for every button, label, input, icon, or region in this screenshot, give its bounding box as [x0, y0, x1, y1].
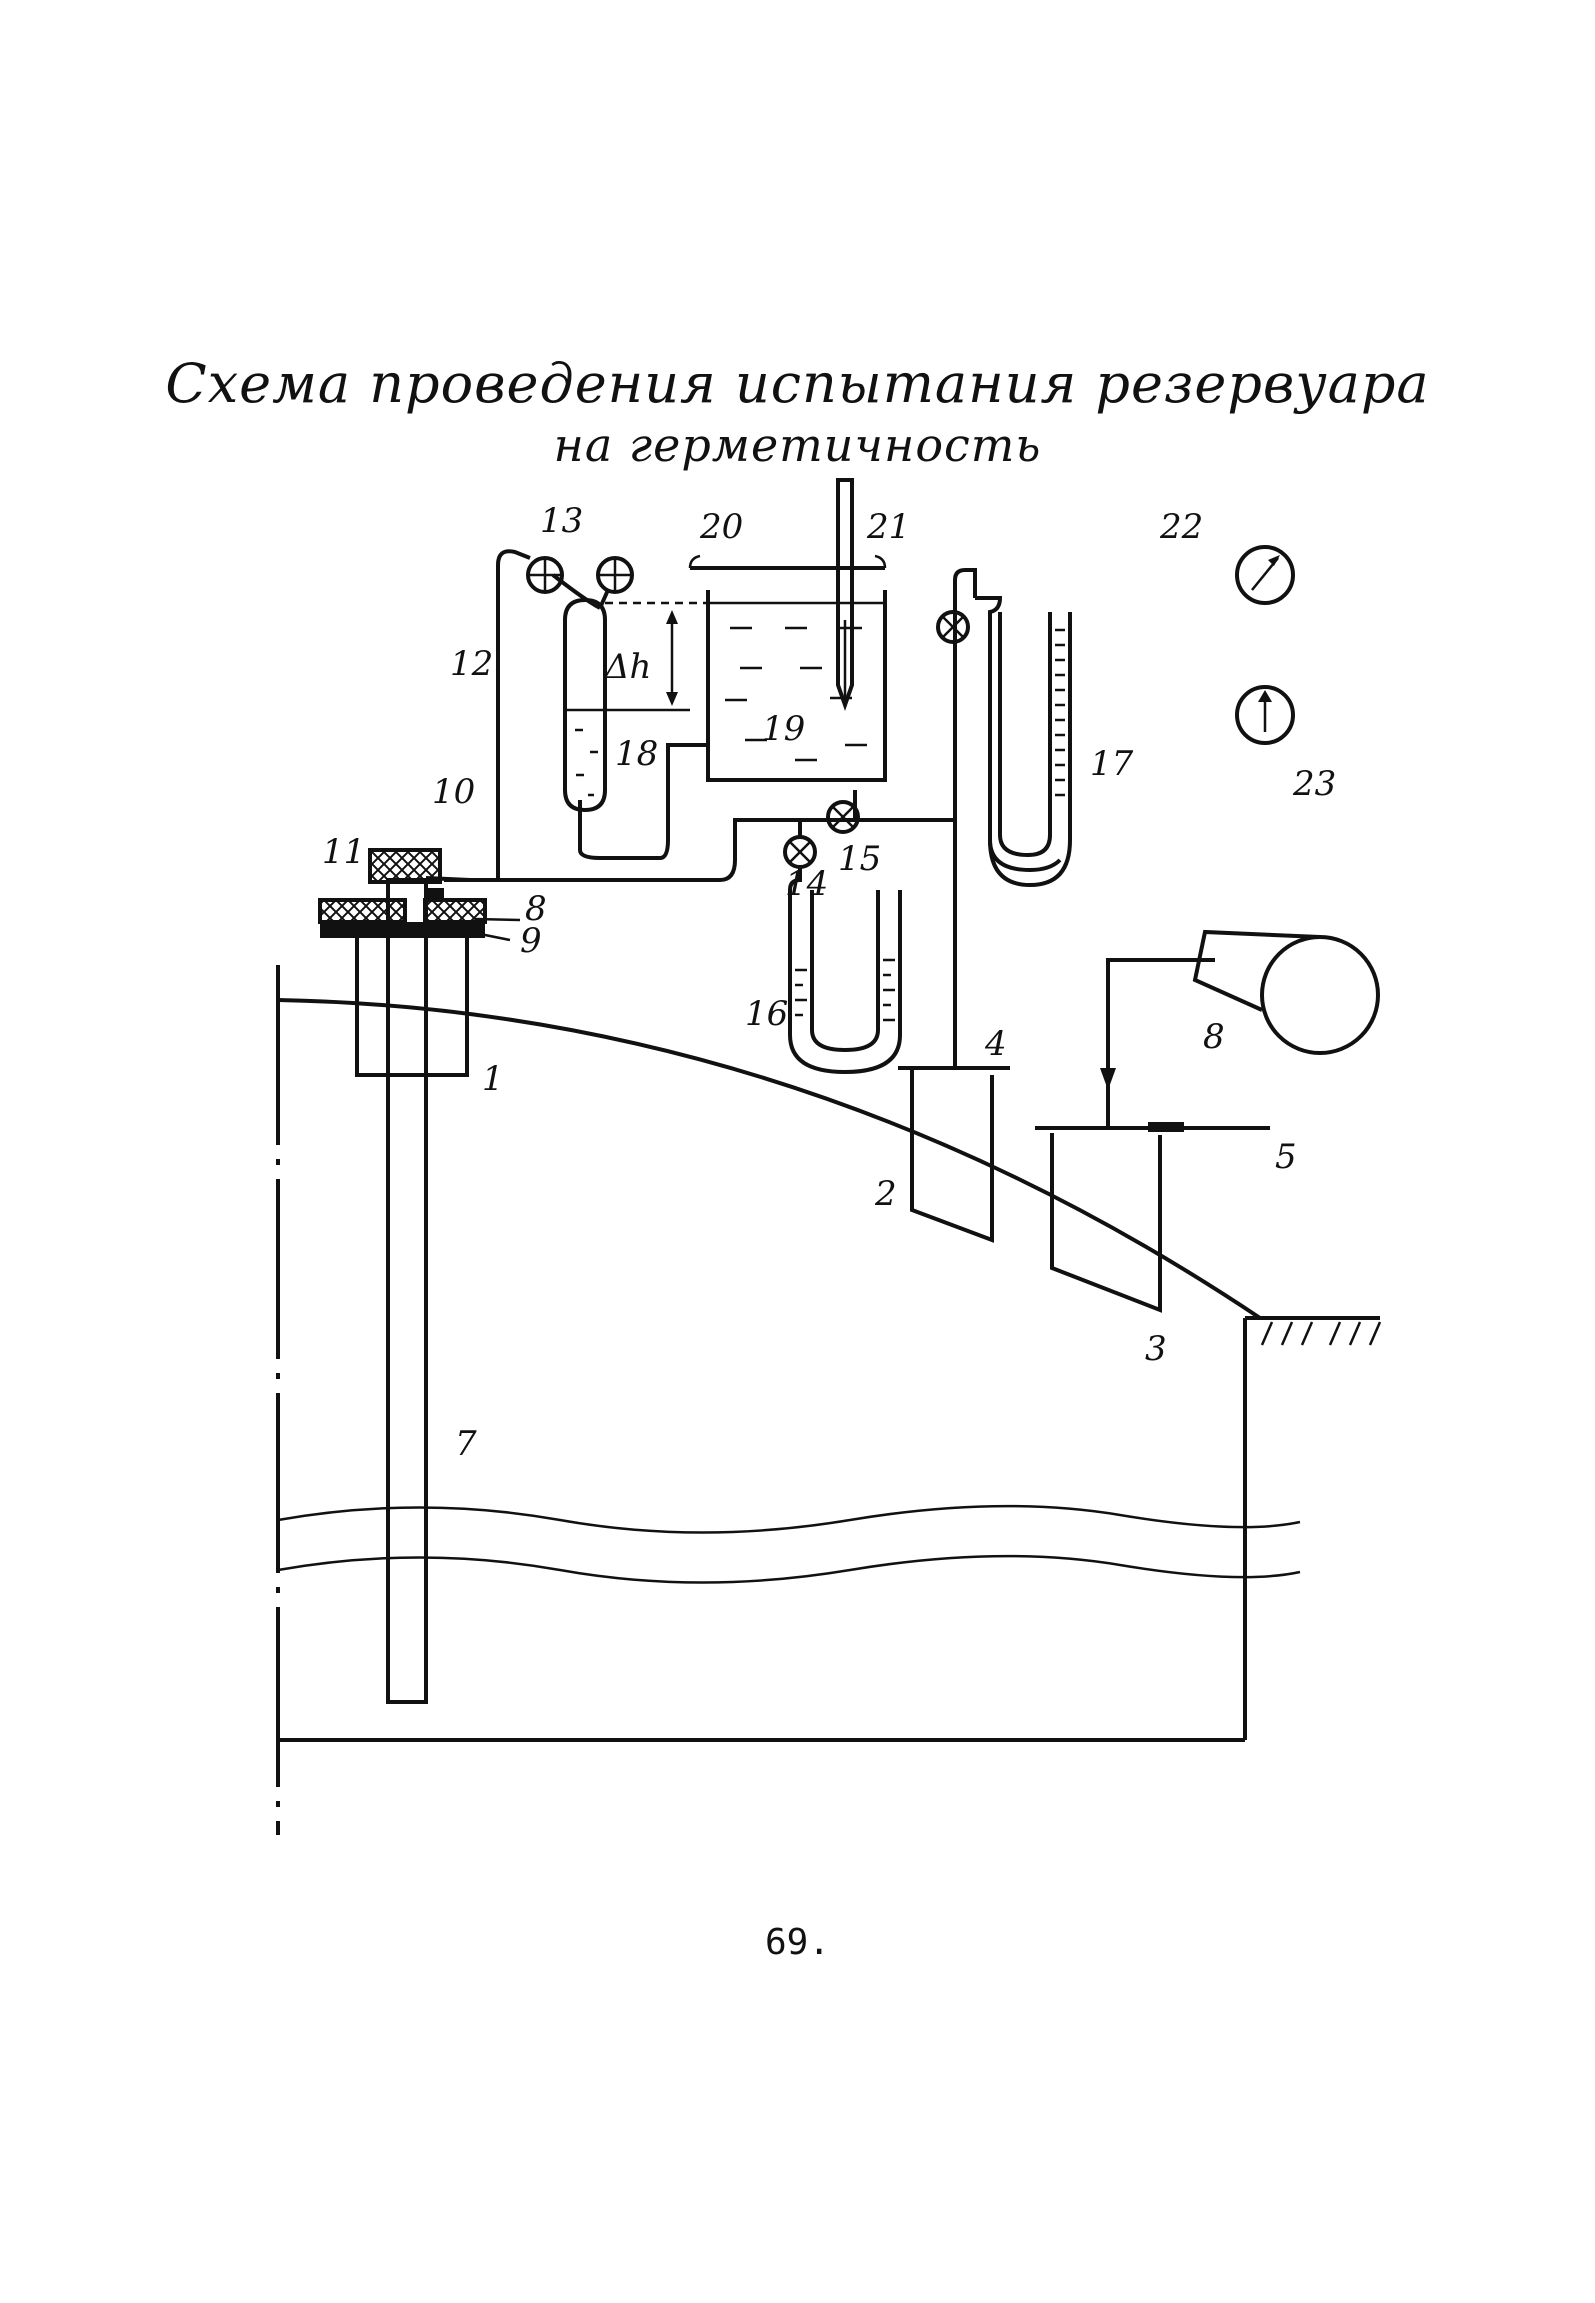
seal-assembly — [318, 848, 487, 938]
label-19: 19 — [762, 709, 805, 749]
valve-15 — [826, 800, 860, 834]
page-number: 69. — [764, 1922, 831, 1963]
label-23: 23 — [1292, 764, 1336, 804]
valve-13b — [596, 556, 634, 594]
diagram-title-line-2: на герметичность — [553, 418, 1042, 472]
label-13: 13 — [540, 501, 583, 541]
glass-vessel — [563, 597, 607, 813]
blower-fan — [1192, 929, 1380, 1055]
thermometer — [836, 478, 854, 712]
gauge-22 — [1235, 545, 1295, 605]
gauge-23 — [1235, 685, 1295, 745]
label-5: 5 — [1275, 1137, 1297, 1177]
valve-top — [936, 610, 970, 644]
label-21: 21 — [866, 507, 910, 547]
label-14: 14 — [785, 864, 828, 904]
hatch-2 — [898, 1066, 1010, 1243]
label-12: 12 — [450, 644, 493, 684]
label-fan-8: 8 — [1203, 1017, 1225, 1057]
label-20: 20 — [699, 507, 743, 547]
label-16: 16 — [745, 994, 788, 1034]
label-8: 8 — [525, 889, 547, 929]
diagram-title-line-1: Схема проведения испытания резервуара — [165, 352, 1430, 415]
label-22: 22 — [1159, 507, 1203, 547]
label-17: 17 — [1090, 744, 1134, 784]
hatch-3 — [1035, 958, 1270, 1313]
label-18: 18 — [615, 734, 658, 774]
label-delta-h: Δh — [603, 647, 651, 687]
u-manometer-16 — [788, 867, 902, 1075]
valve-13 — [526, 556, 564, 594]
u-manometer-17 — [975, 596, 1072, 888]
label-11: 11 — [322, 832, 365, 872]
label-1: 1 — [482, 1059, 504, 1099]
label-10: 10 — [432, 772, 475, 812]
label-3: 3 — [1145, 1329, 1167, 1369]
valve-14 — [783, 835, 817, 869]
label-leaders — [474, 917, 521, 942]
label-2: 2 — [874, 1174, 897, 1214]
label-4: 4 — [984, 1024, 1007, 1064]
label-9: 9 — [520, 921, 542, 961]
label-7: 7 — [455, 1424, 477, 1464]
label-15: 15 — [838, 839, 881, 879]
level-difference-dimension — [605, 601, 710, 712]
tank-body — [276, 965, 1301, 1835]
ground-hatch — [1245, 1316, 1382, 1346]
